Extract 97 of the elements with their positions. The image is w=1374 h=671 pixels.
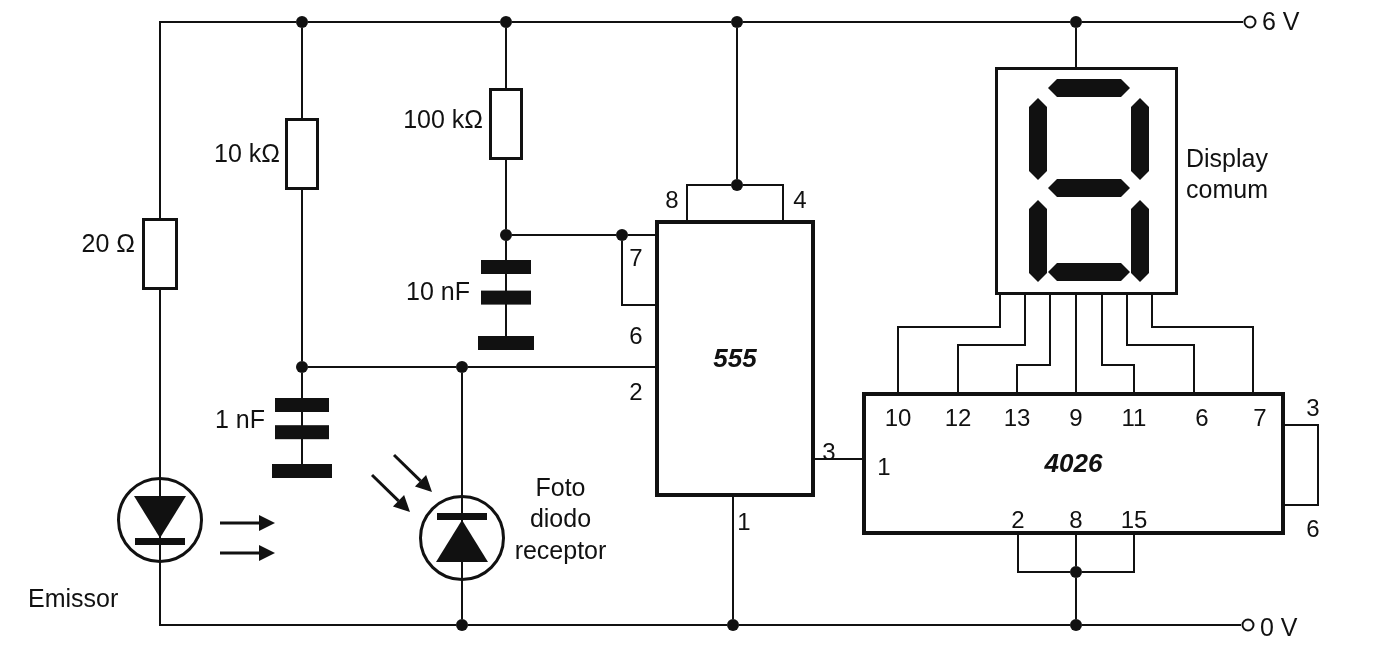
pin-number: 6 [1195,406,1209,430]
component-label: Display comum [1186,143,1269,206]
wire [307,21,501,23]
wire [897,294,1001,393]
junction-dot [456,361,468,373]
terminal-label: 0 V [1260,612,1299,643]
pin-number: 8 [665,188,679,212]
junction-dot [727,619,739,631]
wire [511,234,617,236]
wire [1284,424,1319,506]
junction-dot [616,229,628,241]
pin-number: 2 [1011,508,1025,532]
wire [301,189,303,362]
junction-dot [500,16,512,28]
wire [467,366,656,368]
wire [159,562,457,626]
wire [1075,534,1077,567]
wire [742,184,784,221]
pin-number: 1 [877,455,891,479]
pin-number: 10 [884,406,912,430]
component-label: 100 kΩ [402,104,483,135]
pin-number: 15 [1120,508,1148,532]
wire [1075,27,1077,68]
wire [505,27,507,89]
pin-number: 6 [629,324,643,348]
wire [1081,624,1242,626]
wire [1101,294,1135,393]
wire [461,580,463,620]
wire [1126,294,1195,393]
wire [814,458,863,460]
pin-number: 7 [1253,406,1267,430]
wire [1081,21,1244,23]
wire [307,366,457,368]
wire [159,289,161,478]
pin-number: 4 [793,188,807,212]
terminal [1243,15,1257,29]
wire [1075,577,1077,620]
wire [1016,294,1051,393]
wire [1081,534,1135,573]
junction-dot [456,619,468,631]
junction-dot [1070,619,1082,631]
chip-label: 4026 [1044,448,1103,479]
resistor [142,218,178,290]
pin-number: 13 [1003,406,1031,430]
wire [1151,294,1254,393]
wire [957,294,1026,393]
component-label: 1 nF [213,404,265,435]
wire [627,234,656,236]
component-label: Foto diodo receptor [513,472,608,566]
junction-dot [296,361,308,373]
terminal [1241,618,1255,632]
pin-number: 1 [737,510,751,534]
wire [621,240,656,306]
component-label: Emissor [28,583,120,614]
wire [301,27,303,119]
wire [686,184,732,221]
wire [738,624,1071,626]
capacitor [478,260,534,350]
component-label: 10 kΩ [213,138,280,169]
photodiode-symbol [419,495,505,581]
pin-number: 8 [1069,508,1083,532]
pin-number: 11 [1121,406,1147,430]
junction-dot [731,16,743,28]
wire [1017,534,1071,573]
component-label: 20 Ω [80,228,135,259]
component-label: 10 nF [405,276,470,307]
pin-number: 2 [629,380,643,404]
wire [505,240,507,261]
wire [505,159,507,230]
junction-dot [500,229,512,241]
chip-label: 555 [713,343,757,374]
resistor [489,88,523,160]
pin-number: 3 [1306,396,1320,420]
wire [461,372,463,496]
terminal-label: 6 V [1262,6,1301,37]
junction-dot [731,179,743,191]
wire [467,624,728,626]
wire [511,21,732,23]
pin-number: 12 [944,406,972,430]
wire [742,21,1071,23]
junction-dot [296,16,308,28]
wire [732,496,734,620]
led-symbol [117,477,203,563]
ic-chip [655,220,815,497]
wire [1075,294,1077,393]
pin-number: 9 [1069,406,1083,430]
pin-number: 7 [629,246,643,270]
wire [301,372,303,399]
junction-dot [1070,566,1082,578]
pin-number: 6 [1306,517,1320,541]
capacitor [272,398,332,478]
resistor [285,118,319,190]
wire [159,21,297,219]
ic-chip [862,392,1285,535]
junction-dot [1070,16,1082,28]
seven-segment-display [995,67,1178,295]
wire [736,27,738,180]
